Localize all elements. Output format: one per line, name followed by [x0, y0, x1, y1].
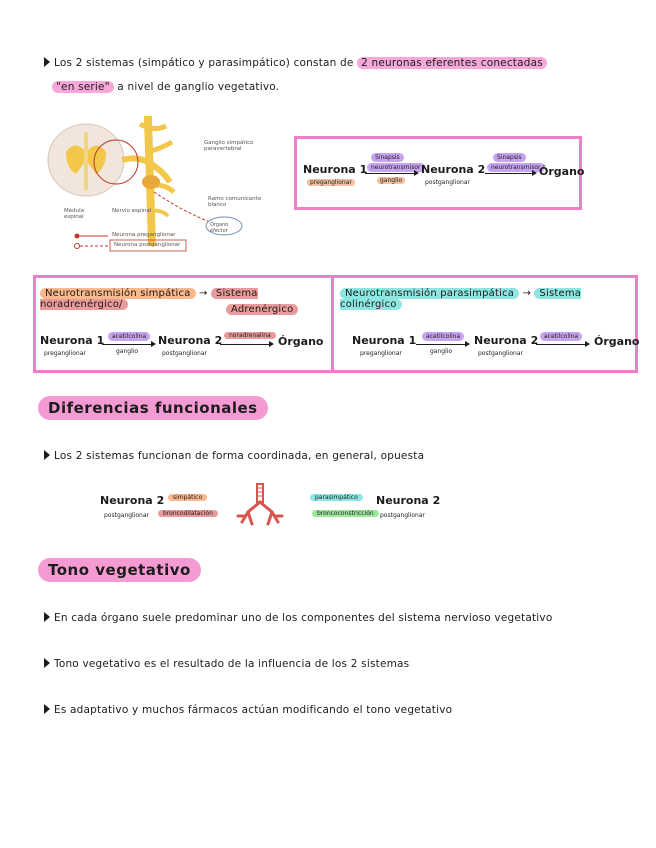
parasimpatica-box: Neurotransmisión parasimpática → Sistema…: [331, 275, 638, 373]
chain-n1-sub: preganglionar: [307, 179, 355, 186]
intro-line-2: "en serie" a nivel de ganglio vegetativo…: [52, 81, 279, 93]
tag-parasimpatico: parasimpático: [310, 494, 363, 501]
label-organo: Órgano efector: [210, 222, 240, 234]
simpatica-box: Neurotransmisión simpática → Sistema nor…: [33, 275, 334, 373]
bullet-icon: [44, 704, 50, 714]
chain-n1: Neurona 1: [303, 163, 367, 176]
chain-arrow-2: [485, 173, 535, 174]
tag-broncodilatacion: broncodilatación: [158, 510, 218, 517]
heading-tono: Tono vegetativo: [38, 558, 201, 582]
simpatica-title: Neurotransmisión simpática: [40, 288, 196, 299]
tag-broncoconstriccion: broncoconstricción: [312, 510, 379, 517]
bullet-icon: [44, 612, 50, 622]
label-medula: Médula espinal: [64, 208, 104, 220]
tag-simpatico: simpático: [168, 494, 207, 501]
tono-bullet-1: En cada órgano suele predominar uno de l…: [44, 612, 624, 624]
label-ramo: Ramo comunicante blanco: [208, 196, 278, 208]
highlight-neuronas: 2 neuronas eferentes conectadas: [357, 57, 547, 69]
bullet-icon: [44, 450, 50, 460]
tono-bullet-3: Es adaptativo y muchos fármacos actúan m…: [44, 704, 624, 716]
chain-box: Neurona 1 preganglionar Sinapsis neurotr…: [294, 136, 582, 210]
legend-pre: Neurona preganglionar: [112, 232, 202, 238]
tono-bullet-2: Tono vegetativo es el resultado de la in…: [44, 658, 624, 670]
chain-organo: Órgano: [539, 165, 584, 178]
chain-arrow-1: [365, 173, 417, 174]
bullet-icon: [44, 57, 50, 67]
chain-n2: Neurona 2: [421, 163, 485, 176]
legend-post: Neurona postganglionar: [114, 242, 204, 248]
label-nervio: Nervio espinal: [112, 208, 152, 214]
lungs-icon: [236, 482, 284, 534]
intro-line-1: Los 2 sistemas (simpático y parasimpátic…: [44, 57, 604, 69]
parasimpatica-title: Neurotransmisión parasimpática: [340, 288, 519, 299]
label-ganglio: Ganglio simpático paravertebral: [204, 140, 284, 152]
diferencias-bullet: Los 2 sistemas funcionan de forma coordi…: [44, 450, 424, 462]
heading-diferencias: Diferencias funcionales: [38, 396, 268, 420]
anatomy-figure: Ganglio simpático paravertebral Ramo com…: [44, 112, 284, 254]
bullet-icon: [44, 658, 50, 668]
